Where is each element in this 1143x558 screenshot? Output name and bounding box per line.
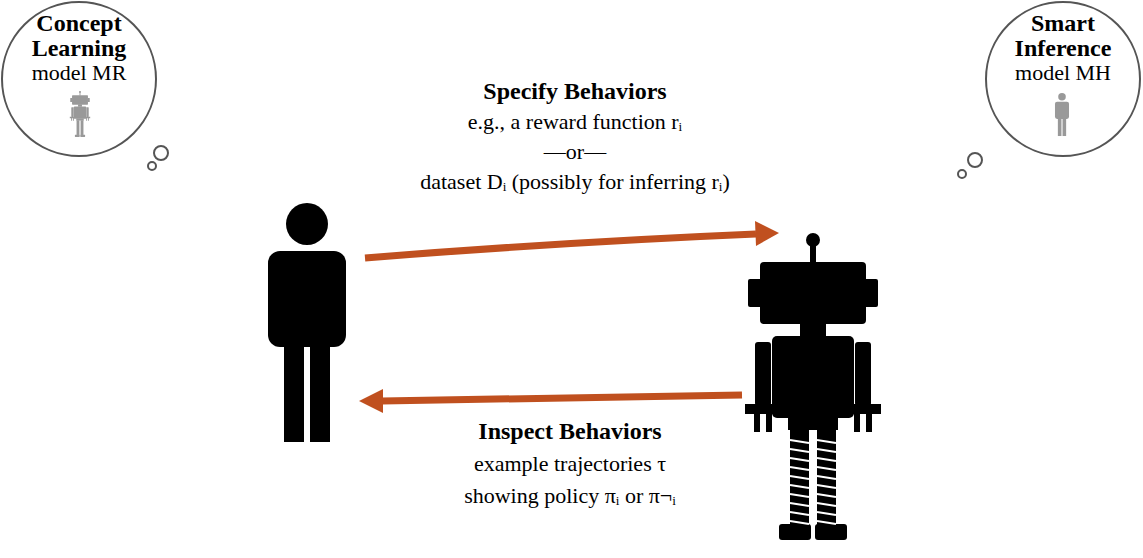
- thought-circle: Smart Inferencemodel MH: [985, 1, 1141, 157]
- bubble-heading: Smart Inference: [998, 11, 1128, 61]
- arrow-note: e.g., a reward function rᵢ: [468, 110, 682, 134]
- thought-bubble: [958, 170, 966, 178]
- robot-icon: [70, 91, 90, 137]
- arrow-heading: Specify Behaviors: [483, 78, 666, 104]
- model-name: model MR: [32, 61, 127, 84]
- robot-figure: [745, 233, 881, 540]
- human-icon: [1055, 93, 1069, 136]
- inspect-arrow: [382, 395, 742, 401]
- thought-bubble: [148, 162, 156, 170]
- leg-springs: [790, 440, 836, 524]
- thought-circle: Concept Learningmodel MR: [1, 1, 157, 157]
- model-name: model MH: [1015, 61, 1111, 84]
- thought-bubble: [968, 153, 982, 167]
- arrow-heading: Inspect Behaviors: [478, 418, 661, 444]
- arrowhead: [359, 389, 383, 413]
- thought-bubble: [154, 146, 168, 160]
- arrow-note: example trajectories τ: [474, 452, 666, 476]
- human-figure: [268, 203, 346, 442]
- arrowhead: [755, 221, 779, 246]
- specify-arrow: [365, 234, 756, 258]
- arrow-note: dataset Dᵢ (possibly for inferring rᵢ): [420, 170, 730, 194]
- arrow-note: —or—: [544, 140, 606, 164]
- bubble-heading: Concept Learning: [14, 11, 144, 61]
- arrow-note: showing policy πᵢ or π¬ᵢ: [464, 484, 676, 508]
